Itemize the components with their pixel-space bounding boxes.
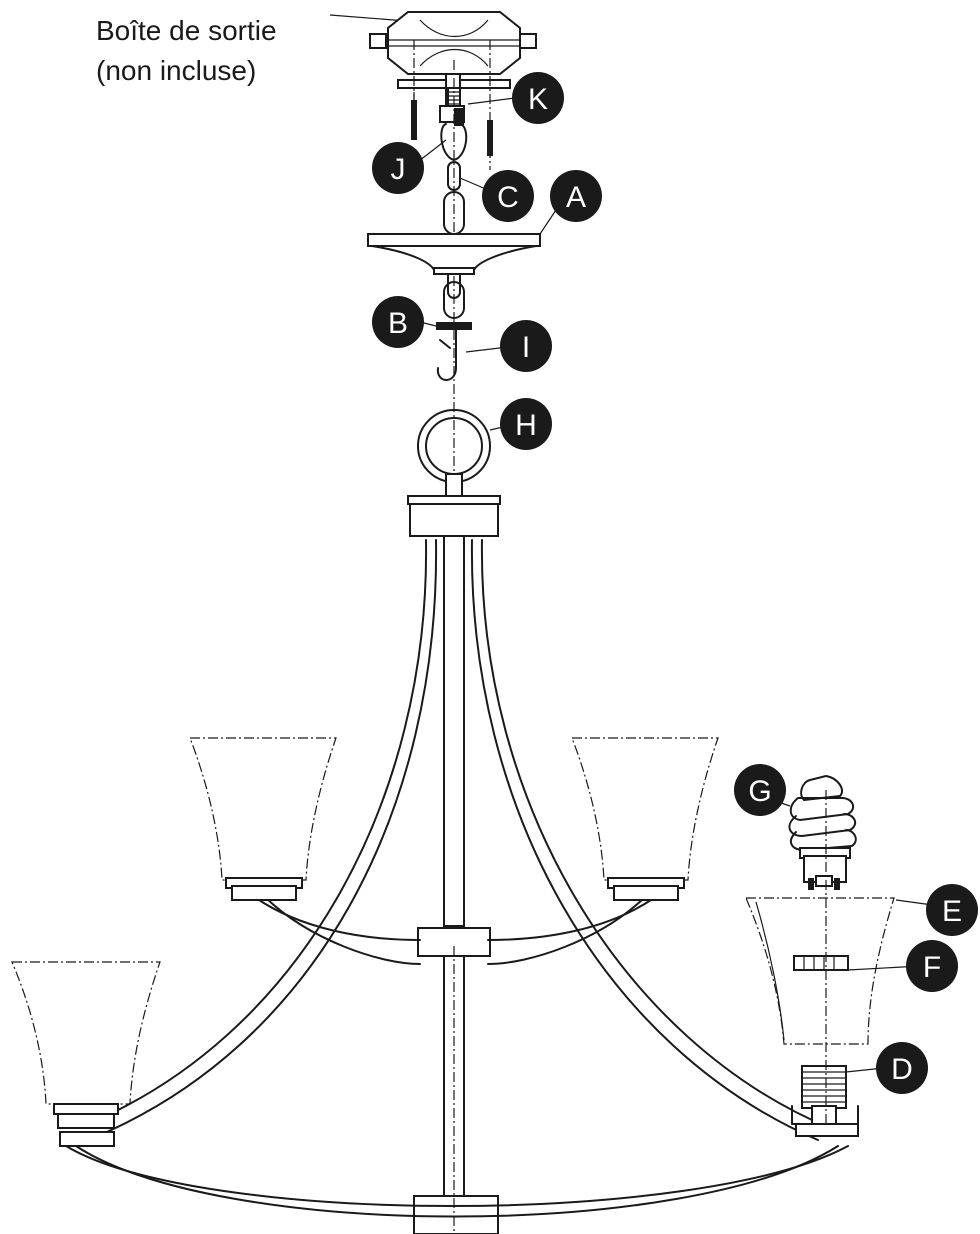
spiral-bulb	[788, 775, 857, 890]
svg-text:J: J	[391, 153, 406, 186]
shade-upper-right	[571, 737, 719, 901]
callout-G: G	[734, 764, 786, 816]
svg-text:H: H	[515, 409, 537, 442]
outlet-box	[369, 11, 537, 75]
svg-text:F: F	[923, 951, 941, 984]
svg-text:B: B	[388, 307, 408, 340]
center-column	[407, 495, 501, 1234]
canopy-collar	[436, 322, 472, 330]
callout-I: I	[500, 320, 552, 372]
shade-ring-nut	[793, 955, 849, 971]
callout-F: F	[906, 940, 958, 992]
socket	[791, 1065, 859, 1137]
callout-K: K	[512, 72, 564, 124]
s-hook	[436, 329, 457, 381]
outlet-box-caption-line2: (non incluse)	[96, 55, 256, 86]
svg-text:A: A	[566, 181, 586, 214]
svg-text:E: E	[942, 895, 962, 928]
shade-exploded	[745, 897, 895, 1045]
lower-arms	[65, 539, 849, 1218]
callout-B: B	[372, 296, 424, 348]
svg-text:K: K	[528, 83, 548, 116]
callout-D: D	[876, 1042, 928, 1094]
threaded-nipple	[439, 87, 465, 126]
shade-upper-left	[189, 737, 337, 901]
canopy	[367, 233, 541, 275]
svg-text:G: G	[748, 775, 771, 808]
callout-A: A	[550, 170, 602, 222]
svg-text:D: D	[891, 1053, 913, 1086]
svg-text:I: I	[522, 331, 530, 364]
svg-text:C: C	[497, 181, 519, 214]
upper-arms	[255, 897, 655, 965]
outlet-box-caption-line1: Boîte de sortie	[96, 15, 277, 46]
callout-E: E	[926, 884, 978, 936]
callout-C: C	[482, 170, 534, 222]
callout-H: H	[500, 398, 552, 450]
loop-ring	[417, 409, 491, 499]
shade-lower-left	[11, 961, 161, 1147]
callout-J: J	[372, 142, 424, 194]
